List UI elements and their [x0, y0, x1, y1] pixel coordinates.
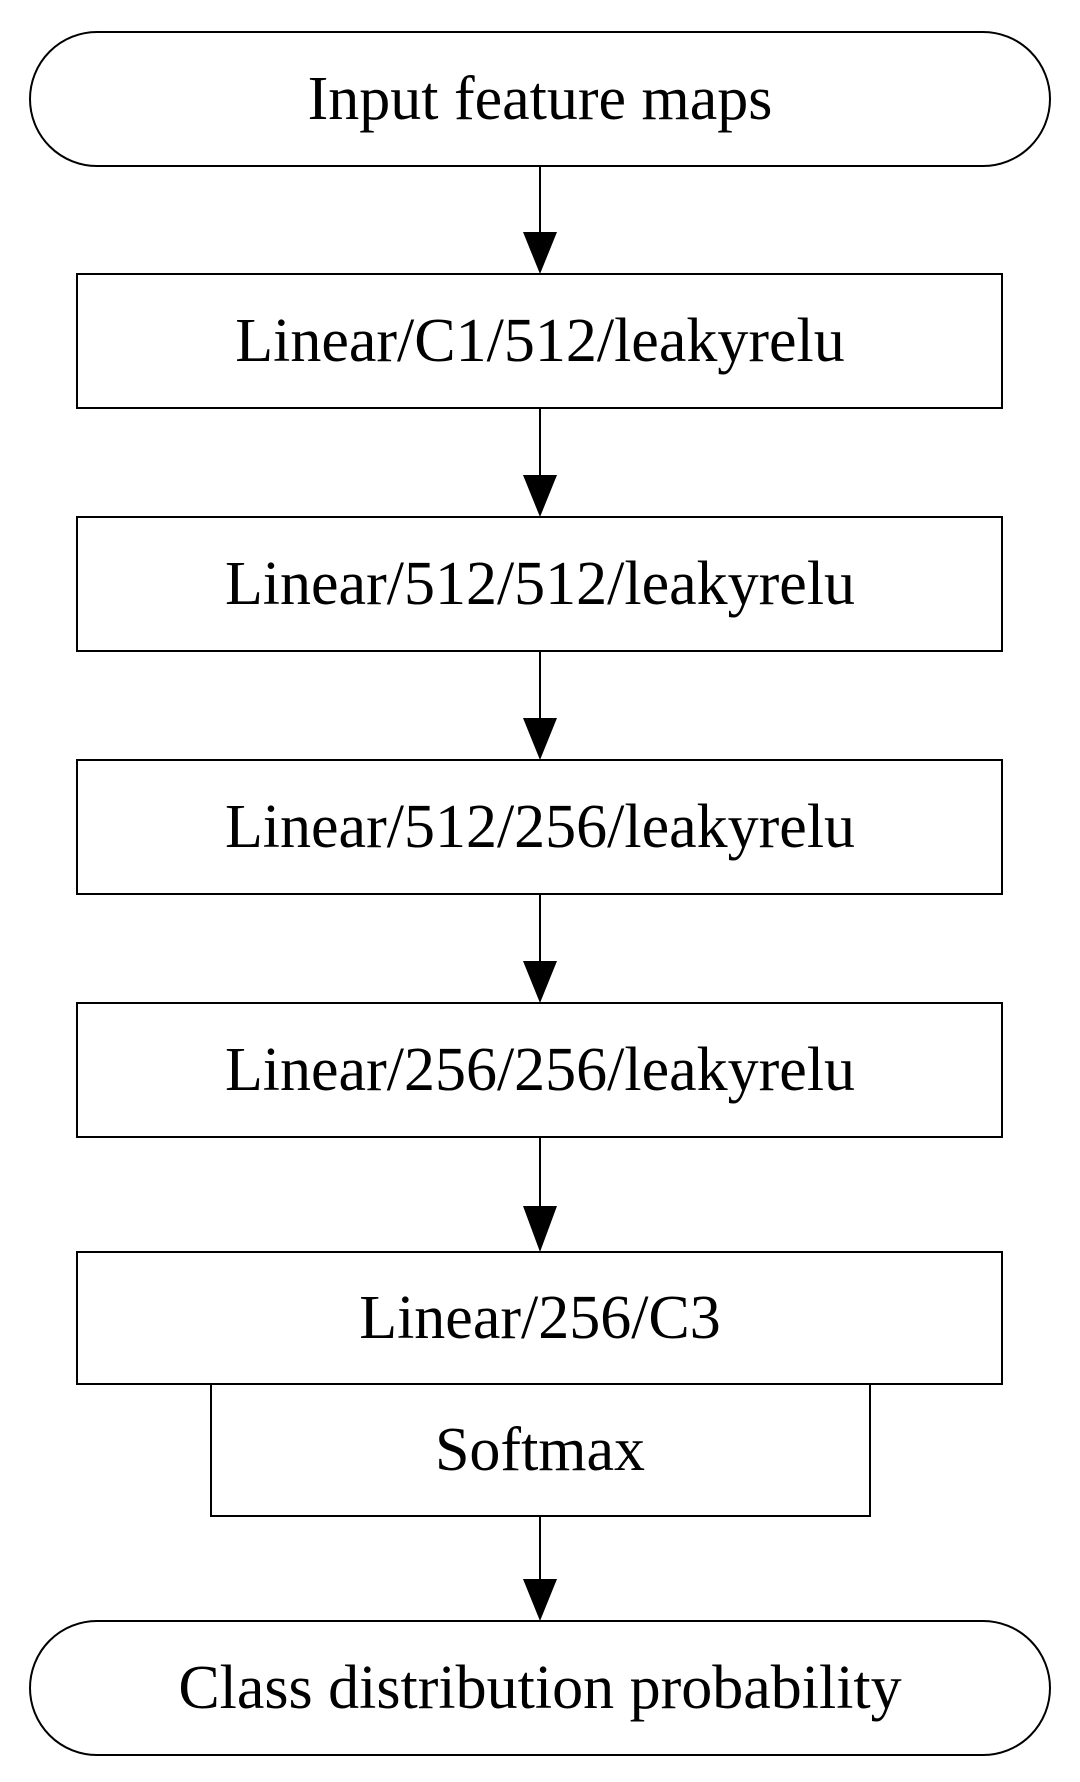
edge-linear1-to-linear2 [523, 408, 557, 517]
node-softmax-label: Softmax [435, 1416, 645, 1484]
node-linear1-label: Linear/C1/512/leakyrelu [235, 307, 844, 375]
edge-linear4-to-linear5 [523, 1137, 557, 1252]
node-linear5: Linear/256/C3 [76, 1251, 1003, 1385]
node-linear4-label: Linear/256/256/leakyrelu [225, 1036, 855, 1104]
edges [523, 166, 557, 1621]
node-output-label: Class distribution probability [178, 1654, 901, 1722]
node-linear2: Linear/512/512/leakyrelu [76, 516, 1003, 652]
node-linear5-label: Linear/256/C3 [359, 1284, 721, 1352]
node-linear3: Linear/512/256/leakyrelu [76, 759, 1003, 895]
node-linear1: Linear/C1/512/leakyrelu [76, 273, 1003, 409]
node-output: Class distribution probability [29, 1620, 1051, 1756]
edge-linear3-to-linear4 [523, 894, 557, 1003]
node-softmax: Softmax [210, 1383, 871, 1517]
node-linear3-label: Linear/512/256/leakyrelu [225, 793, 855, 861]
node-input-label: Input feature maps [308, 65, 773, 133]
node-linear4: Linear/256/256/leakyrelu [76, 1002, 1003, 1138]
edge-input-to-linear1 [523, 166, 557, 274]
edge-linear2-to-linear3 [523, 651, 557, 760]
node-input: Input feature maps [29, 31, 1051, 167]
node-linear2-label: Linear/512/512/leakyrelu [225, 550, 855, 618]
edge-softmax-to-output [523, 1516, 557, 1621]
